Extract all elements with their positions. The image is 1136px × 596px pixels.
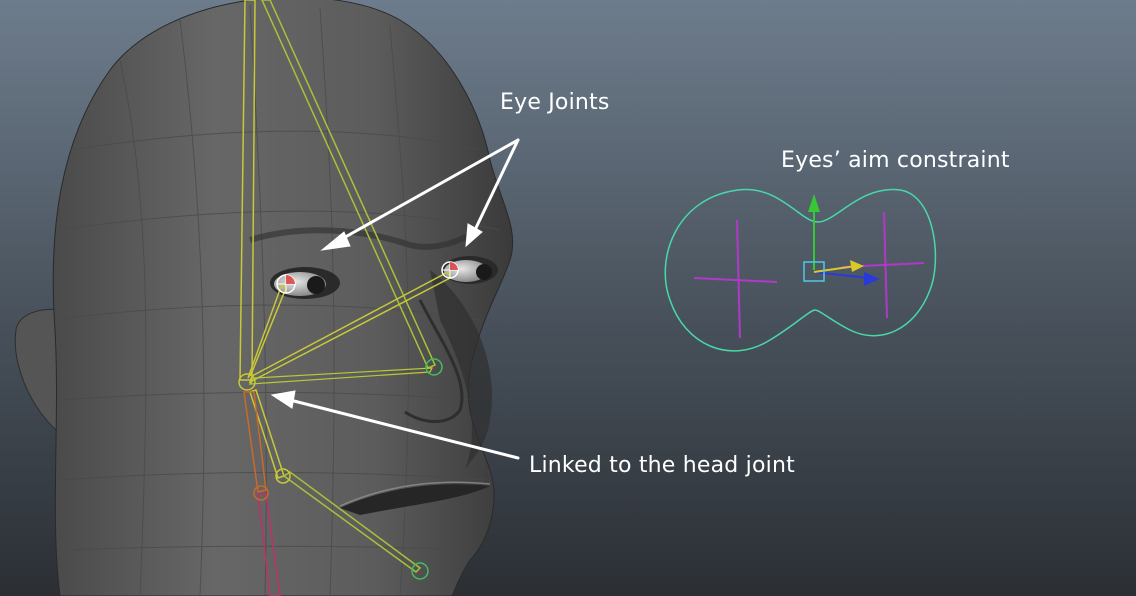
eye-joint-right[interactable] <box>276 274 296 294</box>
mouth <box>340 484 490 515</box>
arrowhead-head-joint <box>270 390 296 409</box>
bone-jaw-to-chin[interactable] <box>282 471 422 573</box>
nose-shadow <box>430 270 492 470</box>
annotation-arrows <box>270 138 520 460</box>
bone-neck-to-head[interactable] <box>239 0 256 381</box>
manip-center-box[interactable] <box>803 261 825 282</box>
bone-neck-lower[interactable] <box>243 391 267 493</box>
head-mesh[interactable] <box>14 0 514 596</box>
control-curve[interactable] <box>664 188 937 352</box>
pupil-left <box>476 264 492 280</box>
bone-spine[interactable] <box>257 493 281 596</box>
brow <box>249 227 472 250</box>
manip-z-arrow-icon[interactable] <box>864 272 880 286</box>
eye-joints-annotation: Eye Joints <box>500 90 610 115</box>
manip-z-axis[interactable] <box>813 271 869 279</box>
arrow-to-head-joint <box>288 398 520 460</box>
manip-y-arrow-icon[interactable] <box>808 194 820 212</box>
joint-head[interactable] <box>238 373 256 391</box>
joint-neck[interactable] <box>253 485 269 501</box>
joint-jaw[interactable] <box>275 468 291 484</box>
nose <box>404 299 464 423</box>
joint-nose[interactable] <box>425 358 443 376</box>
locator-left-eye-target[interactable] <box>693 219 778 339</box>
arrow-to-left-eye-joint <box>472 138 520 234</box>
manip-x-axis[interactable] <box>813 265 857 273</box>
aim-constraint-control[interactable] <box>664 188 937 352</box>
bone-head-to-nose[interactable] <box>248 367 433 385</box>
arrowhead-left-eye-joint <box>465 223 483 248</box>
manip-x-arrow-icon[interactable] <box>850 260 864 272</box>
arrow-to-right-eye-joint <box>338 138 520 242</box>
joint-chin[interactable] <box>411 562 429 580</box>
pupil-right <box>307 276 325 294</box>
bone-head-to-left-eye[interactable] <box>248 270 451 384</box>
arrowhead-right-eye-joint <box>320 231 351 251</box>
move-manipulator[interactable] <box>803 194 880 286</box>
head-silhouette <box>52 0 514 596</box>
upper-lip <box>339 481 491 507</box>
eye-joint-left[interactable] <box>441 261 459 279</box>
head-link-annotation: Linked to the head joint <box>529 453 795 478</box>
bone-head-top[interactable] <box>261 0 436 369</box>
skeleton[interactable] <box>238 0 459 596</box>
aim-constraint-annotation: Eyes’ aim constraint <box>781 148 1010 173</box>
